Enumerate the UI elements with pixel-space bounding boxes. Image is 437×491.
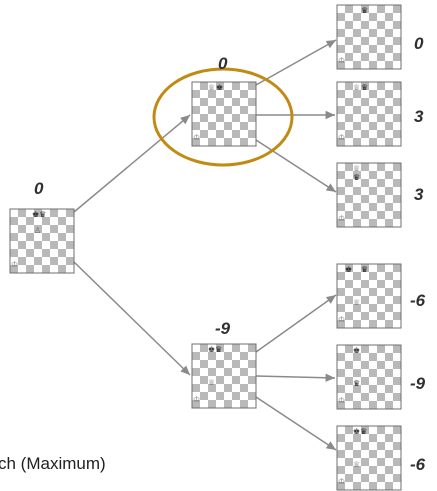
board-leaf-4: ♚ ♛ ♕ ♔	[336, 263, 402, 329]
score-upper: 0	[218, 54, 228, 73]
edge-root-upper	[73, 114, 191, 213]
svg-text:♚♛: ♚♛	[353, 427, 367, 436]
edge-root-lower	[73, 261, 191, 376]
tree-edges	[73, 39, 337, 451]
edge-lower-leaf-4	[255, 294, 337, 353]
svg-text:♛: ♛	[361, 6, 368, 15]
highlight-ring	[152, 67, 294, 167]
board-leaf-6: ♚♛ ♕ ♔	[336, 425, 402, 491]
score-leaf-2: 3	[414, 107, 424, 126]
svg-text:♔: ♔	[11, 260, 18, 269]
svg-text:♚: ♚	[353, 346, 360, 355]
svg-text:♔: ♔	[338, 56, 345, 65]
edge-upper-leaf-3	[255, 139, 337, 193]
svg-text:♕: ♕	[353, 298, 360, 307]
svg-text:♔: ♔	[193, 133, 200, 142]
score-root: 0	[34, 179, 44, 198]
svg-text:♕: ♕	[353, 460, 360, 469]
board-root: ♚♛ ♙ ♔	[9, 208, 75, 274]
board-leaf-2: ♕ ♛ ♔	[336, 81, 402, 147]
svg-text:♚: ♚	[345, 265, 352, 274]
edge-upper-leaf-1	[255, 39, 337, 86]
score-lower: -9	[215, 319, 231, 338]
score-leaf-5: -9	[410, 374, 426, 393]
board-upper: ♕ ♚ ♔	[191, 81, 257, 147]
board-leaf-3: ♕ ♛ ♔	[336, 162, 402, 228]
svg-text:♙: ♙	[34, 226, 41, 235]
svg-text:♚♛: ♚♛	[32, 210, 46, 219]
board-leaf-1: ♛ ♔	[336, 4, 402, 70]
svg-text:♕: ♕	[208, 83, 215, 92]
svg-text:♕: ♕	[353, 164, 360, 173]
board-leaf-5: ♚ ♛ ♔	[336, 344, 402, 410]
svg-text:♛: ♛	[361, 265, 368, 274]
svg-text:♕: ♕	[353, 83, 360, 92]
svg-text:♛: ♛	[353, 173, 360, 182]
board-lower: ♚♛ ♕ ♔	[191, 343, 257, 409]
svg-text:♛: ♛	[353, 379, 360, 388]
edge-lower-leaf-6	[255, 396, 337, 451]
edge-lower-leaf-5	[255, 373, 336, 382]
svg-text:♔: ♔	[338, 396, 345, 405]
score-leaf-3: 3	[414, 185, 424, 204]
score-leaf-4: -6	[410, 291, 426, 310]
svg-text:♔: ♔	[338, 477, 345, 486]
score-leaf-1: 0	[414, 34, 424, 53]
svg-text:♚: ♚	[216, 83, 223, 92]
caption: ch (Maximum)	[0, 454, 106, 473]
svg-text:♚♛: ♚♛	[208, 345, 222, 354]
svg-text:♛: ♛	[361, 83, 368, 92]
score-leaf-6: -6	[410, 455, 426, 474]
svg-text:♔: ♔	[193, 395, 200, 404]
svg-text:♔: ♔	[338, 133, 345, 142]
svg-text:♔: ♔	[338, 214, 345, 223]
svg-text:♔: ♔	[338, 315, 345, 324]
svg-text:♕: ♕	[208, 378, 215, 387]
